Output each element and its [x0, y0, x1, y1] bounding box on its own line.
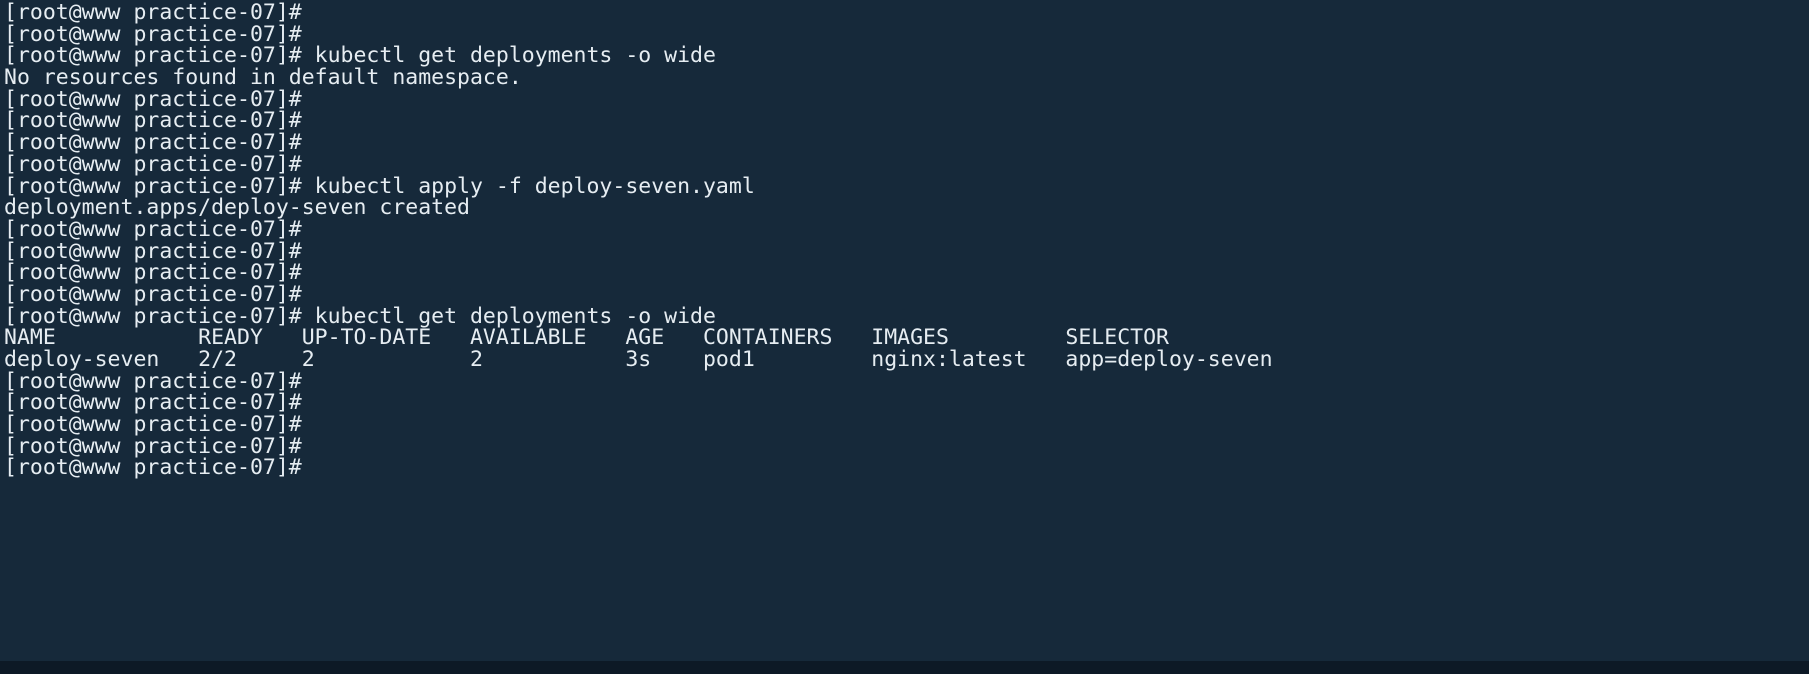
terminal-line: deploy-seven 2/2 2 2 3s pod1 nginx:lates… — [4, 347, 1273, 372]
terminal-line: [root@www practice-07]# kubectl get depl… — [4, 43, 716, 69]
terminal-line: [root@www practice-07]# — [4, 130, 302, 156]
terminal-line: [root@www practice-07]# — [4, 86, 302, 112]
terminal-line: [root@www practice-07]# — [4, 260, 302, 286]
terminal-line: NAME READY UP-TO-DATE AVAILABLE AGE CONT… — [4, 325, 1169, 351]
terminal-line: [root@www practice-07]# kubectl get depl… — [4, 303, 716, 329]
terminal-line: [root@www practice-07]# — [4, 238, 302, 264]
terminal-line: [root@www practice-07]# — [4, 281, 302, 307]
terminal-line: [root@www practice-07]# — [4, 368, 302, 394]
window-bottom-edge — [0, 661, 1809, 674]
terminal-output: [root@www practice-07]#[root@www practic… — [4, 2, 1809, 479]
terminal-line: [root@www practice-07]# — [4, 412, 302, 438]
terminal-line: [root@www practice-07]# — [4, 151, 302, 177]
terminal-line: [root@www practice-07]# kubectl apply -f… — [4, 173, 755, 199]
terminal-line: [root@www practice-07]# — [4, 433, 302, 459]
terminal-line: [root@www practice-07]# — [4, 0, 302, 25]
terminal-line: [root@www practice-07]# — [4, 21, 302, 47]
terminal-line: No resources found in default namespace. — [4, 65, 522, 91]
terminal-line: deployment.apps/deploy-seven created — [4, 195, 470, 221]
terminal-line: [root@www practice-07]# — [4, 390, 302, 416]
terminal-line: [root@www practice-07]# — [4, 455, 302, 481]
terminal-line: [root@www practice-07]# — [4, 216, 302, 242]
terminal-line: [root@www practice-07]# — [4, 108, 302, 134]
